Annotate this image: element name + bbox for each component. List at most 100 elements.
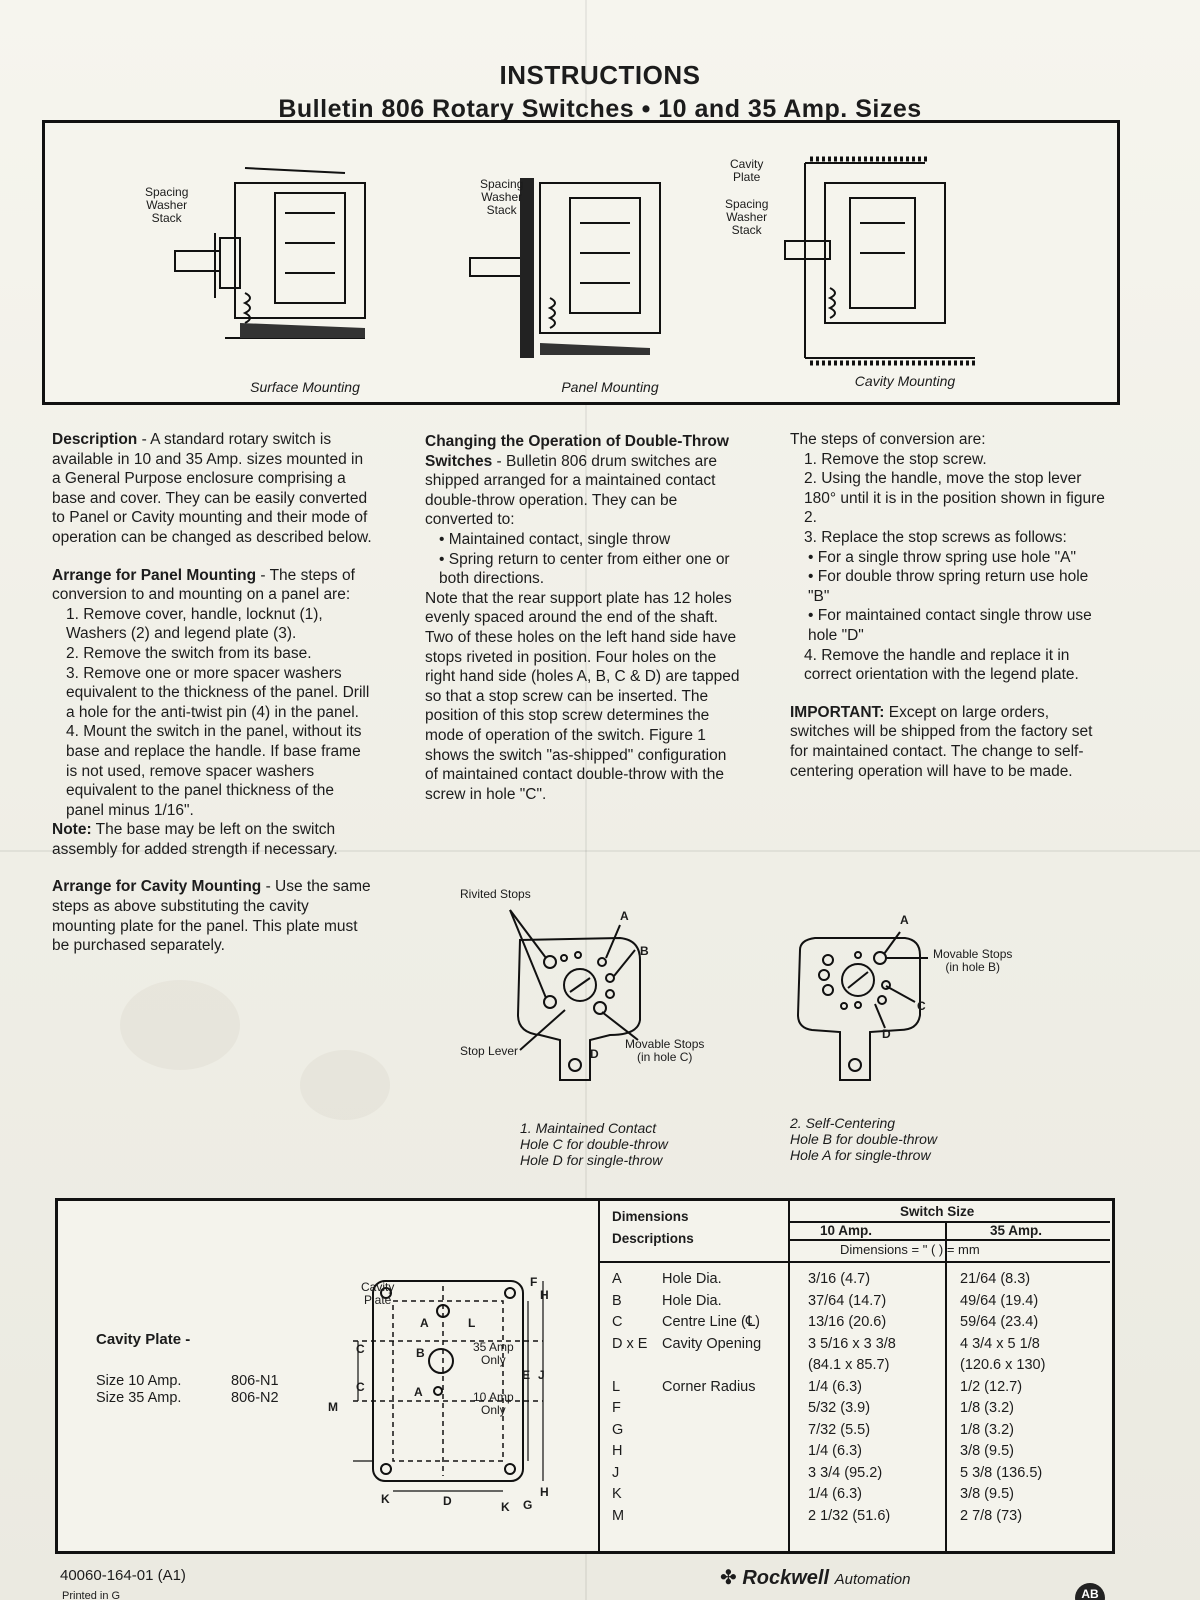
double-throw-paragraph: Changing the Operation of Double-Throw S… [425, 433, 729, 529]
caption-figure-1: 1. Maintained Contact Hole C for double-… [520, 1120, 668, 1168]
dimension-letter: F [612, 1400, 621, 1416]
dimension-letter: B [612, 1292, 622, 1309]
header-descriptions: Descriptions [612, 1231, 694, 1246]
dim-letter: G [523, 1498, 533, 1512]
dimension-description: Hole Dia. [662, 1271, 722, 1287]
fold-line-horizontal [0, 850, 1200, 852]
panel-mounting-drawing [469, 178, 661, 358]
dim-letter: H [540, 1485, 549, 1499]
conversion-option: • Maintained contact, single throw [439, 530, 671, 548]
label-spacing-washer: Spacing Washer Stack [145, 185, 189, 225]
dimension-value-35-amp: 1/2 (12.7) [960, 1378, 1023, 1395]
surface-mounting-drawing [174, 167, 366, 339]
label-hole-a: A [900, 913, 909, 927]
dimension-value-35-amp: 2 7/8 (73) [960, 1507, 1023, 1524]
dimension-value-35-amp: 3/8 (9.5) [960, 1443, 1014, 1459]
dim-letter: D [443, 1494, 452, 1508]
cavity-mounting-drawing [784, 156, 975, 366]
header-dimensions: Dimensions [612, 1209, 689, 1224]
label-hole-a: A [620, 909, 629, 923]
dimension-value-10-amp: 2 1/32 (51.6) [808, 1507, 891, 1524]
label-hole-d: D [882, 1027, 891, 1041]
rockwell-logo-icon: ✤ [720, 1567, 743, 1589]
dimension-value-35-amp: 49/64 (19.4) [960, 1292, 1039, 1309]
conversion-step: 1. Remove the stop screw. [804, 450, 987, 468]
dimension-letter: L [612, 1378, 621, 1395]
dimension-value-10-amp: 1/4 (6.3) [808, 1378, 862, 1395]
caption-figure-2: 2. Self-Centering Hole B for double-thro… [790, 1115, 938, 1163]
dim-letter: B [416, 1346, 425, 1360]
water-stain [120, 980, 240, 1070]
dimension-value-35-amp: 1/8 (3.2) [960, 1400, 1014, 1416]
conversion-step: 2. Using the handle, move the stop lever… [804, 470, 1105, 527]
dimension-letter: J [612, 1464, 620, 1481]
dimension-value-35-amp: 3/8 (9.5) [960, 1486, 1014, 1502]
panel-mounting-paragraph: Arrange for Panel Mounting - The steps o… [52, 566, 355, 604]
figure-surface-mounting: Spacing Washer Stack Surface Mounting [135, 123, 475, 403]
dim-letter: K [501, 1500, 510, 1514]
dimension-value-35-amp: 21/64 (8.3) [960, 1271, 1031, 1287]
header-units: Dimensions = " ( ) = mm [840, 1242, 980, 1257]
page-title: INSTRUCTIONS [499, 60, 701, 90]
label-spacing-washer: Spacing Washer Stack [725, 197, 769, 237]
dimension-value-35-amp: 5 3/8 (136.5) [960, 1464, 1043, 1481]
dimension-value-35-amp: 59/64 (23.4) [960, 1314, 1039, 1330]
mounting-figures-box: Spacing Washer Stack Surface Mounting Sp… [42, 120, 1120, 405]
dim-letter: C [356, 1380, 365, 1394]
important-paragraph: IMPORTANT: Except on large orders, switc… [790, 703, 1093, 780]
dimension-description: Corner Radius [662, 1378, 756, 1395]
label-stop-lever: Stop Lever [460, 1044, 519, 1058]
cavity-plate-title: Cavity Plate - [96, 1331, 191, 1348]
label-hole-b: B [640, 944, 649, 958]
dimension-description: Hole Dia. [662, 1292, 722, 1309]
label-movable-stops: Movable Stops (in hole C) [625, 1037, 705, 1064]
dim-letter: J [538, 1368, 545, 1382]
header-10-amp: 10 Amp. [820, 1223, 873, 1238]
caption-cavity-mounting: Cavity Mounting [854, 373, 956, 389]
label-cavity-plate: Cavity Plate [361, 1280, 395, 1307]
cavity-plate-sizes: Size 10 Amp.806-N1 Size 35 Amp.806-N2 [96, 1373, 279, 1406]
column-right: The steps of conversion are: 1. Remove t… [790, 430, 1110, 781]
header-switch-size: Switch Size [900, 1204, 975, 1219]
conversion-intro: The steps of conversion are: [790, 431, 986, 448]
dimension-letter: A [612, 1271, 622, 1287]
dimension-value-10-amp: 1/4 (6.3) [808, 1486, 862, 1502]
label-hole-c: C [917, 999, 926, 1013]
stop-plate-drawing-2 [796, 931, 928, 1081]
stop-screw-option: • For a single throw spring use hole "A" [808, 548, 1077, 566]
holes-note-paragraph: Note that the rear support plate has 12 … [425, 589, 740, 803]
stop-screw-option: • For double throw spring return use hol… [808, 568, 1089, 605]
cavity-plate-dimensions-box: Cavity Plate - Size 10 Amp.806-N1 Size 3… [55, 1198, 1115, 1554]
figure-self-centering: A C D Movable Stops (in hole B) [790, 914, 1070, 1100]
dim-letter: A [420, 1316, 429, 1330]
label-cavity-plate: Cavity Plate [730, 157, 764, 184]
label-movable-stops: Movable Stops (in hole B) [933, 947, 1013, 974]
dimension-value-10-amp: 37/64 (14.7) [808, 1292, 887, 1309]
dim-letter: C [356, 1342, 365, 1356]
stop-plate-drawing-1 [509, 909, 641, 1081]
panel-step: 3. Remove one or more spacer washers equ… [66, 664, 370, 721]
figure-cavity-mounting: Cavity Plate Spacing Washer Stack Cavity… [725, 123, 1075, 403]
panel-step: 4. Mount the switch in the panel, withou… [66, 723, 362, 819]
fold-line-vertical [585, 0, 587, 1600]
ab-badge-icon: AB [1075, 1583, 1105, 1600]
dimension-value-35-amp: 1/8 (3.2) [960, 1421, 1014, 1438]
dim-letter: K [381, 1492, 390, 1506]
label-35-amp-only: 35 Amp Only [473, 1340, 514, 1367]
label-spacing-washer: Spacing Washer Stack [480, 177, 524, 217]
dimension-value-10-amp: (84.1 x 85.7) [808, 1357, 890, 1373]
caption-panel-mounting: Panel Mounting [561, 379, 659, 395]
dimension-value-10-amp: 5/32 (3.9) [808, 1400, 871, 1416]
dimension-value-10-amp: 13/16 (20.6) [808, 1314, 887, 1330]
description-paragraph: Description - A standard rotary switch i… [52, 431, 372, 546]
conversion-step: 4. Remove the handle and replace it in c… [804, 646, 1079, 684]
cavity-mounting-paragraph: Arrange for Cavity Mounting - Use the sa… [52, 878, 371, 955]
column-left: Description - A standard rotary switch i… [52, 430, 372, 956]
dimension-description: Centre Line (℄) [662, 1314, 760, 1330]
dim-letter: F [530, 1275, 538, 1289]
conversion-option: • Spring return to center from either on… [439, 550, 730, 588]
note-paragraph: Note: The base may be left on the switch… [52, 821, 338, 858]
dimension-value-10-amp: 1/4 (6.3) [808, 1443, 862, 1459]
dimension-value-10-amp: 3/16 (4.7) [808, 1271, 871, 1287]
